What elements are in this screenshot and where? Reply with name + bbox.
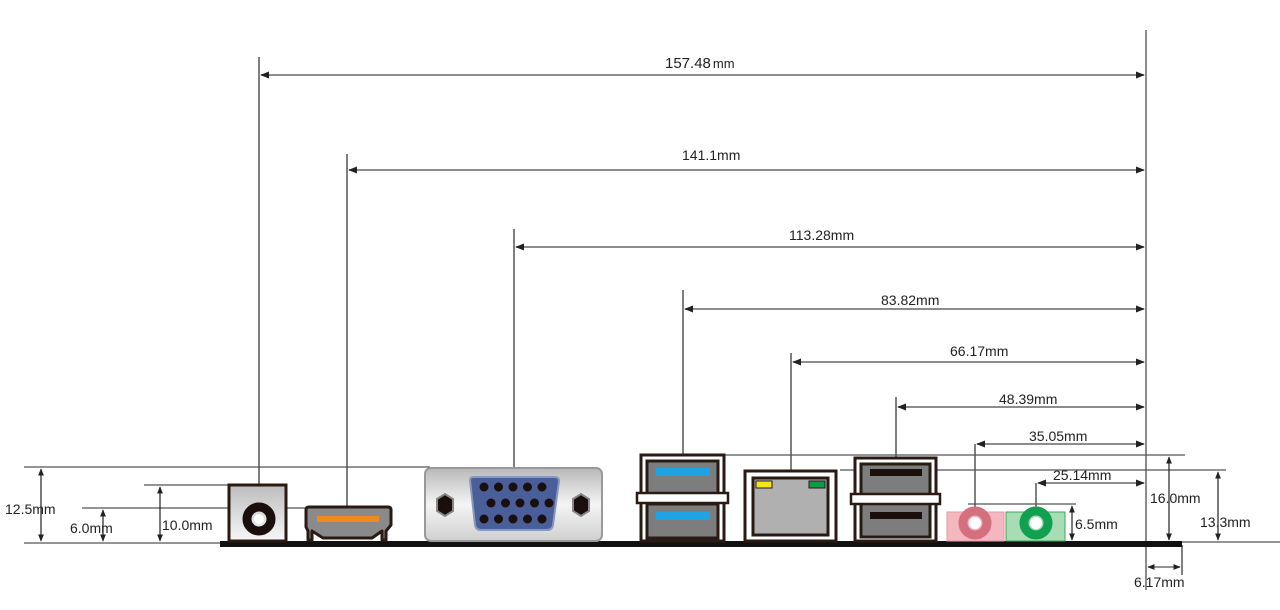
usb3-tongue-bottom: [656, 512, 710, 520]
vga-pin: [544, 498, 554, 508]
audio-pink-jack: [946, 506, 1005, 542]
dim-label: 12.5mm: [5, 501, 56, 517]
dim-label: 48.39mm: [999, 391, 1057, 407]
vga-pin: [537, 514, 547, 524]
usb2-connector: [849, 456, 942, 543]
lan-led-yellow: [755, 480, 773, 489]
vdim-6-0: 6.0mm: [70, 509, 113, 542]
dim-25-14: 25.14mm: [1035, 467, 1145, 522]
dim-6-17: 6.17mm: [1134, 545, 1185, 590]
vga-pin: [523, 482, 532, 492]
hdmi-connector: [304, 505, 393, 542]
dim-141-1: 141.1mm: [346, 147, 1145, 525]
vga-pin: [537, 482, 547, 492]
vga-pin: [494, 482, 503, 492]
vdim-6-5: 6.5mm: [1069, 505, 1118, 541]
dc-jack-ring-icon: [242, 502, 276, 536]
usb2-tongue-bottom: [870, 512, 922, 519]
dim-label: 35.05mm: [1029, 428, 1087, 444]
dim-label: 6.0mm: [70, 520, 113, 536]
vga-pin: [486, 498, 496, 508]
vga-pin: [508, 514, 518, 524]
dc-jack-connector: [227, 483, 288, 543]
vdim-13-3: 13.3mm: [1200, 471, 1251, 541]
vga-connector: [424, 467, 603, 542]
dim-label: 66.17mm: [950, 343, 1008, 359]
usb3-tongue-top: [656, 468, 710, 476]
dim-label: 10.0mm: [162, 517, 213, 533]
vga-pins: [479, 482, 554, 524]
vga-pin: [530, 498, 539, 508]
dim-label: 83.82mm: [881, 292, 939, 308]
hdmi-tongue: [317, 516, 379, 522]
dim-label: 6.5mm: [1075, 516, 1118, 532]
pcb-board: [220, 541, 1182, 547]
dim-label: 113.28mm: [789, 227, 854, 243]
audio-green-jack: [1005, 506, 1066, 542]
vga-pin: [479, 514, 489, 524]
dim-label: 6.17mm: [1134, 574, 1185, 590]
lan-connector: [743, 469, 838, 543]
vdim-16-0: 16.0mm: [1150, 456, 1201, 541]
vdim-12-5: 12.5mm: [5, 468, 56, 542]
dim-113-28: 113.28mm: [513, 227, 1145, 505]
dim-label: 16.0mm: [1150, 490, 1201, 506]
dim-label: 13.3mm: [1200, 514, 1251, 530]
lan-led-green: [808, 480, 826, 489]
dim-35-05: 35.05mm: [974, 428, 1145, 522]
dim-label: 141.1mm: [682, 147, 740, 163]
vga-screw-left-icon: [436, 492, 454, 518]
vga-pin: [523, 514, 532, 524]
vga-pin: [494, 514, 503, 524]
dim-label: 25.14mm: [1053, 467, 1111, 483]
usb2-tongue-top: [870, 469, 922, 476]
line-out-ring-icon: [1019, 506, 1053, 540]
usb3-connector: [635, 453, 730, 543]
vga-pin: [508, 482, 518, 492]
vga-pin: [515, 498, 525, 508]
vdim-10-0: 10.0mm: [157, 486, 213, 542]
vga-pin: [479, 482, 489, 492]
mic-in-ring-icon: [958, 506, 992, 540]
vga-pin: [501, 498, 510, 508]
vga-screw-right-icon: [572, 492, 590, 518]
